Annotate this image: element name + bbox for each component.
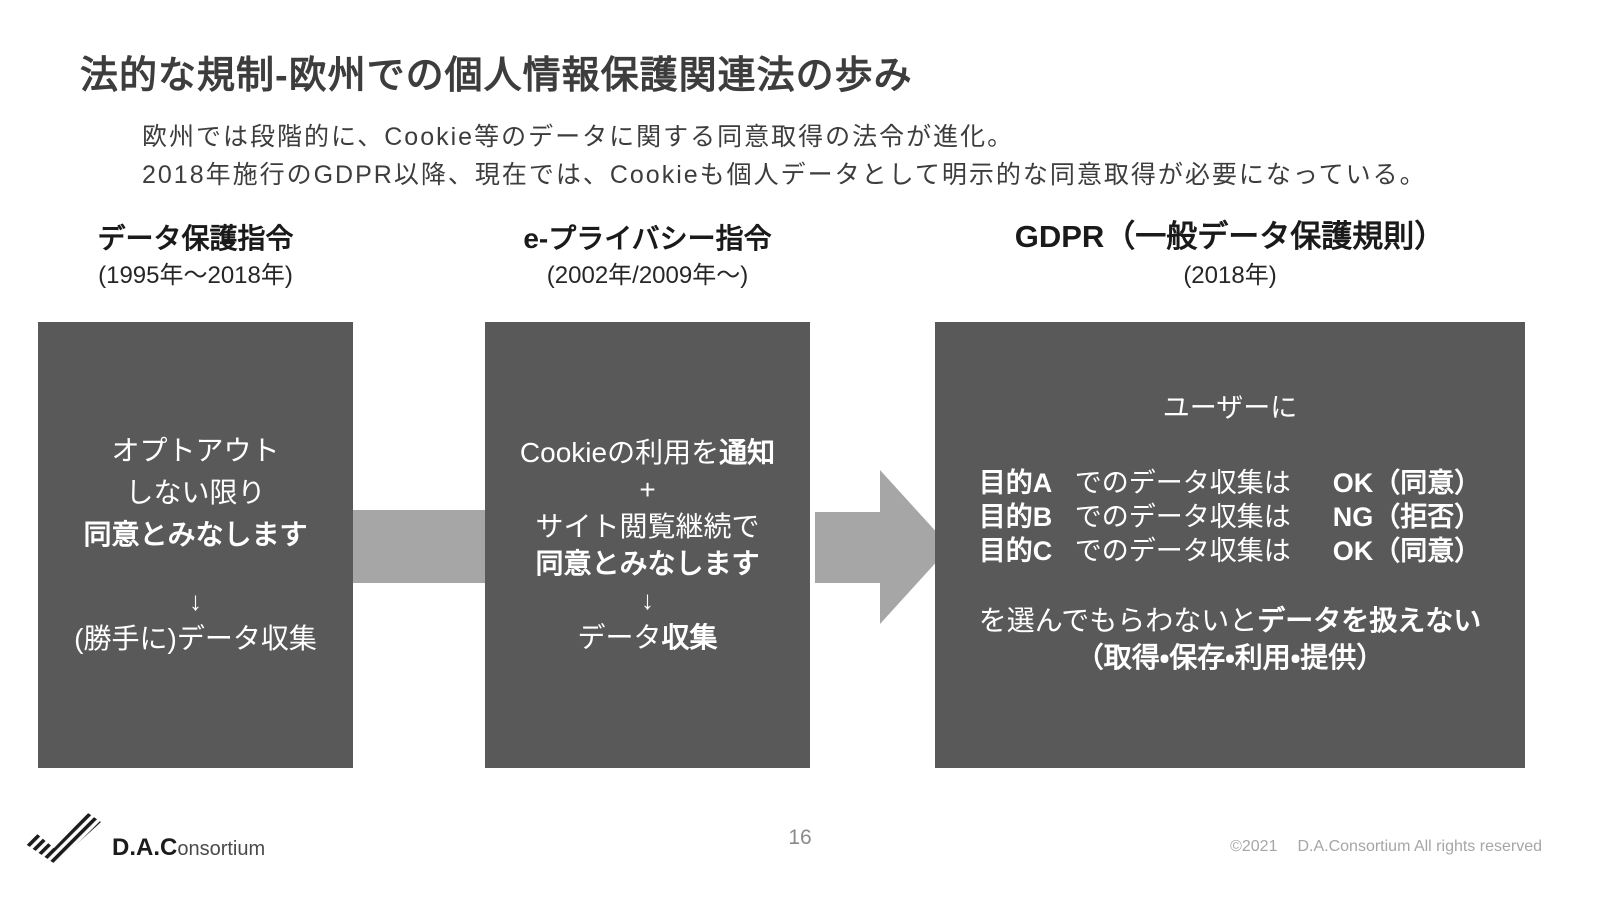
gdpr-conclusion: を選んでもらわないとデータを扱えない （取得・保存・利用・提供） [979,602,1482,676]
text-segment-bold: データを扱えない [1257,605,1482,636]
logo-mark-icon [24,813,101,864]
column-header-data-protection-directive: データ保護指令 (1995年〜2018年) [38,222,353,290]
column-header-gdpr: GDPR（一般データ保護規則） (2018年) [900,218,1560,290]
subtitle-line-2: 2018年施行のGDPR以降、現在では、Cookieも個人データとして明示的な同… [142,161,1427,189]
text-segment: を選んでもらわないと [978,605,1258,636]
subtitle-line-1: 欧州では段階的に、Cookie等のデータに関する同意取得の法令が進化。 [142,123,1015,151]
down-arrow-icon: ↓ [641,585,654,615]
logo-text-light: onsortium [177,838,266,860]
purpose-label: 目的B [978,502,1053,532]
box-text-line: ユーザーに [1162,393,1298,423]
text-segment-bold: 収集 [661,622,718,653]
box-text-line: (勝手に)データ収集 [74,623,317,654]
purpose-row-b: 目的B でのデータ収集は NG（拒否） [979,500,1482,534]
consent-result: OK（同意） [1332,468,1482,498]
purpose-label: 目的C [978,536,1053,566]
flow-box-gdpr: ユーザーに 目的A でのデータ収集は OK（同意） 目的B でのデータ収集は N… [935,322,1525,768]
box-text-line: サイト閲覧継続で [535,511,760,542]
purpose-description: でのデータ収集は [1074,502,1291,532]
down-arrow-icon: ↓ [189,586,202,616]
slide-lead-text: 欧州では段階的に、Cookie等のデータに関する同意取得の法令が進化。 2018… [142,118,1427,194]
box-text-line: を選んでもらわないとデータを扱えない [979,602,1482,639]
box-text-line: オプトアウト [111,435,280,466]
box-text-line: Cookieの利用を通知 [520,434,775,471]
plus-sign: + [639,474,656,505]
page-title: 法的な規制-欧州での個人情報保護関連法の歩み [80,55,913,97]
logo-text: D.A.Consortium [112,834,265,862]
flow-box-data-protection-directive: オプトアウト しない限り 同意とみなします ↓ (勝手に)データ収集 [38,322,353,768]
flow-box-eprivacy-directive: Cookieの利用を通知 + サイト閲覧継続で 同意とみなします ↓ データ収集 [485,322,810,768]
connector-bar [353,510,485,583]
purpose-row-c: 目的C でのデータ収集は OK（同意） [979,534,1482,568]
column-header-eprivacy-directive: e-プライバシー指令 (2002年/2009年〜) [485,222,810,290]
copyright-text: ©2021 D.A.Consortium All rights reserved [1230,838,1542,856]
box-text-line: （取得・保存・利用・提供） [1075,642,1385,673]
company-logo: D.A.Consortium [24,808,265,864]
column-heading: e-プライバシー指令 [523,223,772,254]
purpose-row-a: 目的A でのデータ収集は OK（同意） [979,466,1482,500]
column-heading: GDPR（一般データ保護規則） [1014,219,1446,254]
text-segment-bold: 通知 [719,437,776,468]
text-segment: データ [577,622,662,653]
page-number: 16 [788,826,812,849]
column-period: (1995年〜2018年) [98,262,293,289]
box-text-line: データ収集 [577,619,717,656]
purpose-consent-list: 目的A でのデータ収集は OK（同意） 目的B でのデータ収集は NG（拒否） … [979,466,1482,568]
logo-text-bold: D.A.C [112,834,178,861]
box-text-line: 同意とみなします [83,519,308,550]
column-heading: データ保護指令 [97,223,294,254]
purpose-description: でのデータ収集は [1074,468,1291,498]
purpose-description: でのデータ収集は [1074,536,1291,566]
consent-result: NG（拒否） [1332,502,1482,532]
copyright-company: D.A.Consortium All rights reserved [1297,838,1542,855]
right-arrow-icon [815,470,950,624]
column-period: (2018年) [1183,262,1277,289]
text-segment: Cookieの利用を [519,437,720,468]
consent-result: OK（同意） [1332,536,1482,566]
column-period: (2002年/2009年〜) [546,262,749,289]
box-text-line: しない限り [125,477,266,508]
purpose-label: 目的A [978,468,1053,498]
box-text-line: 同意とみなします [535,548,760,579]
copyright-year: ©2021 [1230,838,1278,855]
